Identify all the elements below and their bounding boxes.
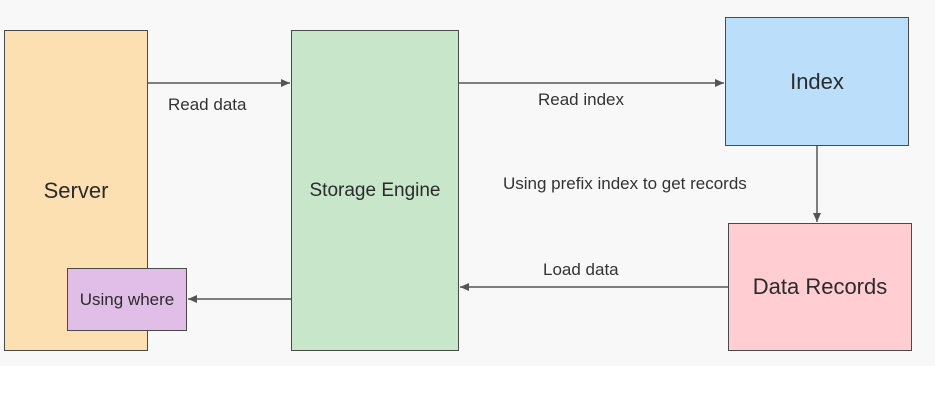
- index-box: Index: [725, 17, 909, 146]
- storage-engine-box: Storage Engine: [291, 30, 459, 351]
- data-records-label: Data Records: [752, 274, 888, 299]
- edge-label-read-index: Read index: [538, 90, 625, 109]
- using-where-label: Using where: [79, 289, 175, 309]
- server-label: Server: [43, 177, 109, 203]
- edge-label-load-data: Load data: [543, 260, 619, 279]
- data-records-box: Data Records: [728, 223, 912, 351]
- index-label: Index: [790, 68, 844, 94]
- edge-label-read-data: Read data: [168, 95, 247, 114]
- storage-engine-label: Storage Engine: [309, 179, 441, 201]
- edge-label-prefix-index: Using prefix index to get records: [503, 174, 747, 193]
- using-where-box: Using where: [67, 268, 187, 331]
